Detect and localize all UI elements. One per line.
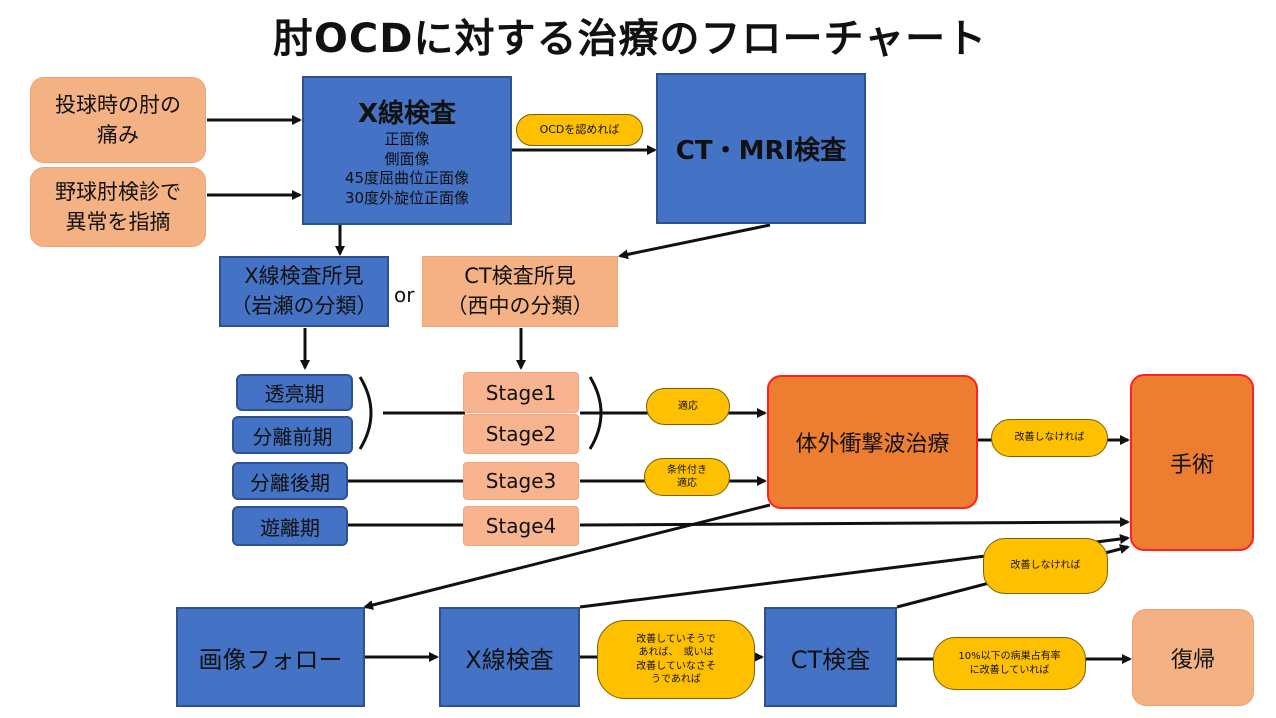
image-follow-label: 画像フォロー [198, 645, 343, 674]
stage-3-box: Stage3 [463, 462, 579, 500]
label-if-not-improved-1: 改善しなければ [991, 419, 1108, 457]
iwase-translucent-label: 透亮期 [264, 382, 325, 406]
xray-exam-box: X線検査 正面像 側面像 45度屈曲位正面像 30度外旋位正面像 [302, 76, 512, 225]
iwase-free: 遊離期 [232, 506, 348, 546]
surgery-label: 手術 [1169, 452, 1214, 478]
iwase-late-separation-label: 分離後期 [250, 470, 330, 495]
stage-3-label: Stage3 [485, 469, 557, 493]
page-title: 肘OCDに対する治療のフローチャート [272, 16, 988, 62]
return-label: 復帰 [1170, 647, 1215, 673]
surgery-box: 手術 [1130, 374, 1254, 551]
xray-exam-2-label: X線検査 [465, 645, 554, 674]
ct-exam-2-box: CT検査 [764, 607, 897, 707]
stage-2-box: Stage2 [463, 414, 579, 454]
xray-detail-3: 30度外旋位正面像 [344, 188, 470, 207]
brace-iwase [358, 376, 373, 450]
label-ratio-improved: 10%以下の病巣占有率 に改善していれば [933, 637, 1086, 690]
image-follow-box: 画像フォロー [176, 607, 365, 707]
xray-detail-2: 45度屈曲位正面像 [344, 169, 470, 187]
arrow-ctmri-to-ctfindings [618, 223, 771, 260]
label-indication: 適応 [646, 388, 730, 425]
input-elbow-pain-label: 投球時の肘の 痛み [55, 92, 181, 147]
arrow-stage4-to-surgery [579, 517, 1130, 528]
iwase-early-separation-label: 分離前期 [252, 424, 333, 449]
eswt-box: 体外衝撃波治療 [767, 375, 978, 509]
stage-4-label: Stage4 [485, 514, 557, 538]
label-improving: 改善していそうで あれば、 或いは 改善していなさそ うであれば [597, 620, 755, 699]
iwase-free-label: 遊離期 [260, 515, 320, 540]
or-label: or [394, 283, 415, 307]
ct-mri-exam-box: CT・MRI検査 [656, 73, 866, 224]
xray-exam-2-box: X線検査 [439, 607, 580, 707]
xray-detail-0: 正面像 [384, 130, 430, 148]
input-screening-abnormal: 野球肘検診で 異常を指摘 [30, 167, 206, 247]
ct-exam-2-label: CT検査 [790, 645, 871, 674]
brace-nishinaka [588, 376, 603, 450]
ct-findings-box: CT検査所見 （西中の分類） [422, 256, 618, 327]
arrow-eswt-to-follow [363, 503, 771, 610]
ct-findings-label: CT検査所見 （西中の分類） [446, 264, 594, 318]
iwase-late-separation: 分離後期 [232, 462, 348, 500]
ct-mri-label: CT・MRI検査 [675, 136, 847, 166]
return-box: 復帰 [1132, 609, 1254, 706]
iwase-early-separation: 分離前期 [232, 416, 353, 454]
xray-findings-label: X線検査所見 （岩瀬の分類） [230, 264, 378, 318]
stage-4-box: Stage4 [463, 506, 579, 546]
stage-1-label: Stage1 [485, 380, 557, 405]
stage-2-label: Stage2 [485, 422, 557, 446]
xray-findings-box: X線検査所見 （岩瀬の分類） [219, 256, 389, 327]
label-conditional-indication: 条件付き 適応 [644, 458, 730, 496]
eswt-label: 体外衝撃波治療 [795, 432, 950, 457]
label-if-not-improved-2: 改善しなければ [983, 538, 1108, 594]
iwase-translucent: 透亮期 [236, 374, 353, 411]
stage-1-box: Stage1 [463, 372, 579, 413]
xray-exam-title: X線検査 [357, 99, 457, 129]
input-screening-label: 野球肘検診で 異常を指摘 [55, 179, 181, 234]
input-elbow-pain: 投球時の肘の 痛み [30, 77, 206, 163]
label-ocd-found: OCDを認めれば [516, 114, 643, 146]
xray-detail-1: 側面像 [384, 149, 430, 168]
